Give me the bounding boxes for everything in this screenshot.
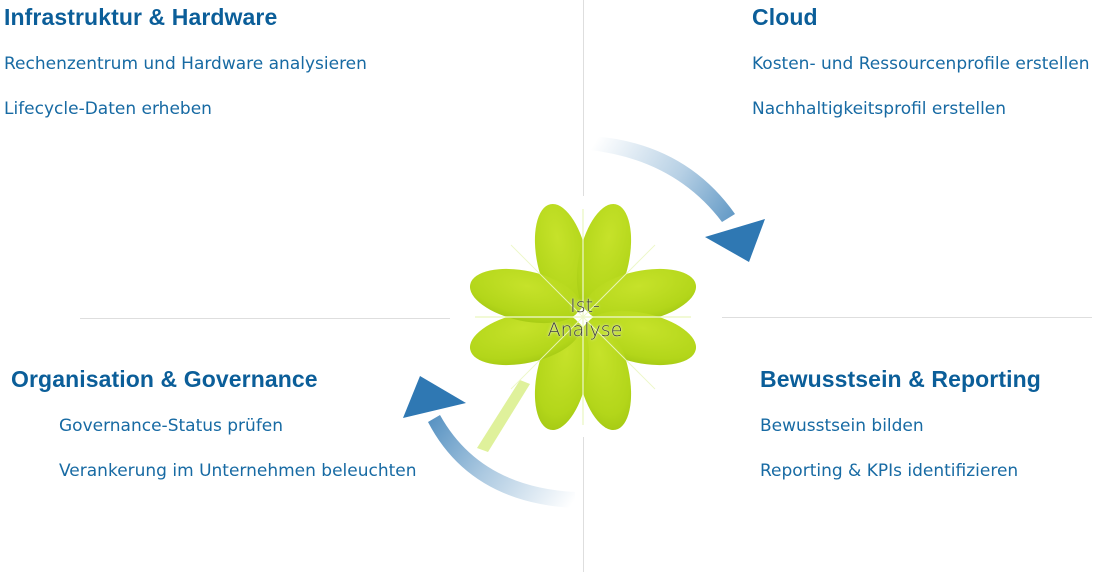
divider-vertical-bottom: [583, 437, 584, 572]
divider-horizontal-left: [80, 318, 450, 319]
quadrant-item: Nachhaltigkeitsprofil erstellen: [752, 99, 1007, 119]
curved-arrow-top-icon: [590, 136, 765, 262]
quadrant-item: Rechenzentrum und Hardware analysieren: [4, 54, 367, 74]
curved-arrow-bottom-icon: [403, 376, 575, 508]
four-leaf-clover-icon: [469, 203, 697, 431]
quadrant-title-awareness: Bewusstsein & Reporting: [760, 366, 1041, 392]
divider-horizontal-right: [722, 317, 1092, 318]
quadrant-title-organisation: Organisation & Governance: [11, 366, 318, 392]
clover-stem: [477, 380, 530, 452]
center-label: Ist- Analyse: [533, 294, 637, 342]
center-label-line1: Ist-: [570, 295, 600, 317]
quadrant-item: Lifecycle-Daten erheben: [4, 99, 212, 119]
quadrant-item: Governance-Status prüfen: [59, 416, 284, 436]
quadrant-item: Bewusstsein bilden: [760, 416, 924, 436]
quadrant-title-cloud: Cloud: [752, 4, 818, 30]
quadrant-title-infrastructure: Infrastruktur & Hardware: [4, 4, 278, 30]
center-label-line2: Analyse: [547, 319, 623, 341]
quadrant-item: Reporting & KPIs identifizieren: [760, 461, 1019, 481]
quadrant-item: Verankerung im Unternehmen beleuchten: [59, 461, 417, 481]
divider-vertical-top: [583, 0, 584, 196]
quadrant-item: Kosten- und Ressourcenprofile erstellen: [752, 54, 1090, 74]
